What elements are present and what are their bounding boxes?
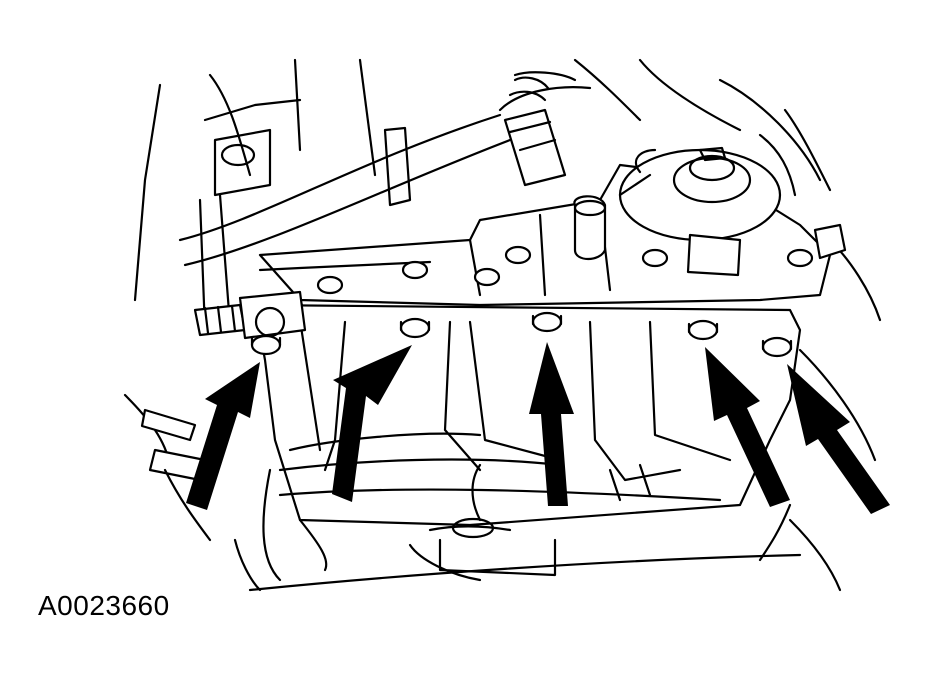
arrow-icon <box>529 342 574 506</box>
fluid-line-fitting <box>123 290 307 542</box>
arrow-icon <box>186 362 260 510</box>
solenoid-icon <box>573 146 847 277</box>
figure-id-label: A0023660 <box>38 590 170 621</box>
bolt-icon <box>250 245 814 358</box>
arrows <box>186 342 890 514</box>
housing-outline <box>133 58 882 592</box>
connector-icon <box>503 76 567 187</box>
arrow-icon <box>332 345 412 502</box>
valve-body-lower <box>233 303 802 592</box>
arrow-icon <box>705 347 790 507</box>
arrow-icon <box>787 364 890 514</box>
